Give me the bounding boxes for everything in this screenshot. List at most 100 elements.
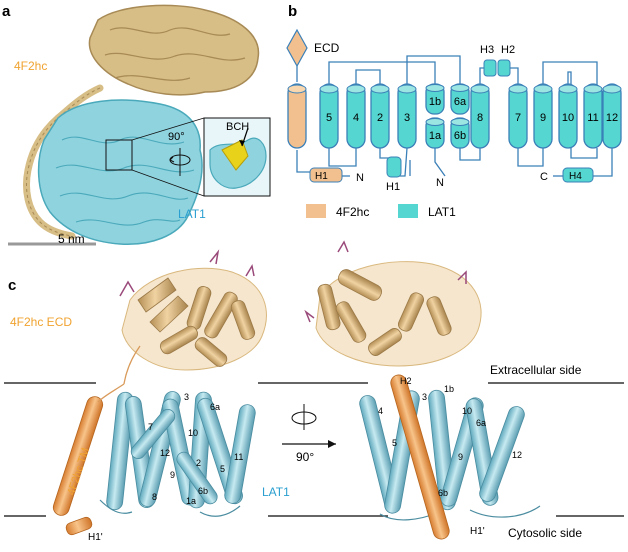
label-ecd-b: ECD [314, 41, 340, 55]
svg-text:4: 4 [378, 406, 383, 416]
rotation-icon-c[interactable] [282, 404, 336, 448]
svg-text:10: 10 [188, 428, 198, 438]
svg-text:5: 5 [220, 464, 225, 474]
helix-3: 3 [397, 83, 417, 149]
legend-label-lat1: LAT1 [428, 205, 456, 219]
structure-left: 4F2hc TM H1' 3 6a 12 10 [52, 249, 267, 543]
helix-1b: 1b [425, 83, 445, 115]
label-h1-lat1: H1 [386, 181, 400, 193]
svg-text:2: 2 [196, 458, 201, 468]
svg-text:8: 8 [477, 112, 483, 124]
svg-text:6b: 6b [438, 488, 448, 498]
svg-text:5: 5 [326, 112, 332, 124]
panel-a: a 4F2hc LAT1 9 [2, 3, 271, 246]
svg-text:9: 9 [458, 452, 463, 462]
svg-text:10: 10 [462, 406, 472, 416]
helix-4f2hc-tm [287, 83, 307, 149]
label-lat1-c: LAT1 [262, 485, 290, 499]
svg-text:11: 11 [587, 112, 598, 124]
helix-4: 4 [346, 83, 366, 149]
panel-b-letter: b [288, 3, 297, 20]
label-h4: H4 [569, 171, 582, 182]
label-c-terminus: C [540, 171, 548, 183]
svg-text:7: 7 [148, 422, 153, 432]
density-lat1 [37, 99, 203, 245]
helix-5: 5 [319, 83, 339, 149]
helix-h1prime-4f2hc [309, 167, 343, 183]
svg-text:1b: 1b [429, 96, 441, 108]
ecd-right [304, 240, 482, 367]
svg-text:6a: 6a [210, 402, 220, 412]
helix-12: 12 [602, 83, 622, 149]
label-extracellular-side: Extracellular side [490, 363, 582, 377]
helix-h3-h2 [483, 59, 511, 77]
svg-text:12: 12 [160, 448, 170, 458]
zoom-line-top [131, 117, 205, 141]
lat1-helices: 5 4 2 3 1b [319, 83, 622, 149]
svg-text:10: 10 [562, 112, 574, 124]
right-helix-numbers: H2 1b 3 4 10 6a 5 9 12 6b [378, 376, 522, 498]
panel-a-letter: a [2, 3, 11, 20]
panel-b: b ECD [286, 3, 622, 219]
label-h1prime-right: H1' [470, 526, 485, 537]
ecd-diamond [286, 28, 308, 68]
label-cytosolic-side: Cytosolic side [508, 526, 582, 540]
bch-ligand [221, 139, 249, 171]
bch-inset [203, 117, 271, 197]
panel-c: c 4F2hc ECD Extracellular side Cytosolic… [4, 240, 624, 543]
helix-2: 2 [370, 83, 390, 149]
membrane-lines [4, 382, 624, 517]
rotation-label-a: 90° [168, 131, 185, 143]
helix-6b: 6b [450, 117, 470, 149]
svg-text:9: 9 [540, 112, 546, 124]
svg-text:6a: 6a [476, 418, 486, 428]
rotation-label-c: 90° [296, 450, 314, 464]
svg-text:1a: 1a [429, 130, 442, 142]
helix-1a: 1a [425, 117, 445, 149]
svg-text:6b: 6b [454, 130, 466, 142]
label-4f2hc-ecd: 4F2hc ECD [10, 315, 72, 329]
svg-text:3: 3 [422, 392, 427, 402]
svg-text:11: 11 [234, 452, 243, 462]
label-n-terminus-4f2hc: N [356, 172, 364, 184]
scale-bar-label: 5 nm [58, 232, 85, 246]
svg-text:12: 12 [606, 112, 618, 124]
svg-text:6a: 6a [454, 96, 467, 108]
svg-text:6b: 6b [198, 486, 208, 496]
svg-text:9: 9 [170, 470, 175, 480]
helix-h1-lat1 [386, 156, 402, 178]
svg-text:3: 3 [404, 112, 410, 124]
legend: 4F2hc LAT1 [306, 204, 456, 219]
svg-text:4: 4 [353, 112, 359, 124]
structure-right: H1' H2 1b 3 4 10 6a 5 9 12 6b [304, 240, 541, 540]
helix-11: 11 [583, 83, 603, 149]
label-h3: H3 [480, 44, 494, 56]
svg-text:7: 7 [515, 112, 521, 124]
label-h2: H2 [501, 44, 515, 56]
h1prime-left [65, 516, 93, 536]
helix-10: 10 [558, 83, 578, 149]
helix-8: 8 [470, 83, 490, 149]
svg-text:5: 5 [392, 438, 397, 448]
lat1-left [99, 391, 256, 517]
label-n-terminus-lat1: N [436, 177, 444, 189]
tm-4f2hc-left [52, 383, 125, 516]
svg-text:8: 8 [152, 492, 157, 502]
label-bch: BCH [226, 121, 249, 133]
zoom-box [105, 139, 133, 171]
density-4f2hc [23, 4, 260, 240]
label-lat1-a: LAT1 [178, 207, 206, 221]
helix-h4 [562, 167, 594, 183]
label-h1prime-b: H1 [315, 171, 328, 182]
helix-9: 9 [533, 83, 553, 149]
svg-text:H2: H2 [400, 376, 412, 386]
label-h1prime-left: H1' [88, 532, 103, 543]
left-helix-numbers: 3 6a 12 10 11 7 2 5 8 6b 1a 9 [148, 392, 243, 506]
svg-text:3: 3 [184, 392, 189, 402]
panel-c-letter: c [8, 277, 16, 294]
legend-label-4f2hc: 4F2hc [336, 205, 369, 219]
svg-text:1b: 1b [444, 384, 454, 394]
svg-text:12: 12 [512, 450, 522, 460]
legend-swatch-4f2hc [306, 204, 326, 218]
